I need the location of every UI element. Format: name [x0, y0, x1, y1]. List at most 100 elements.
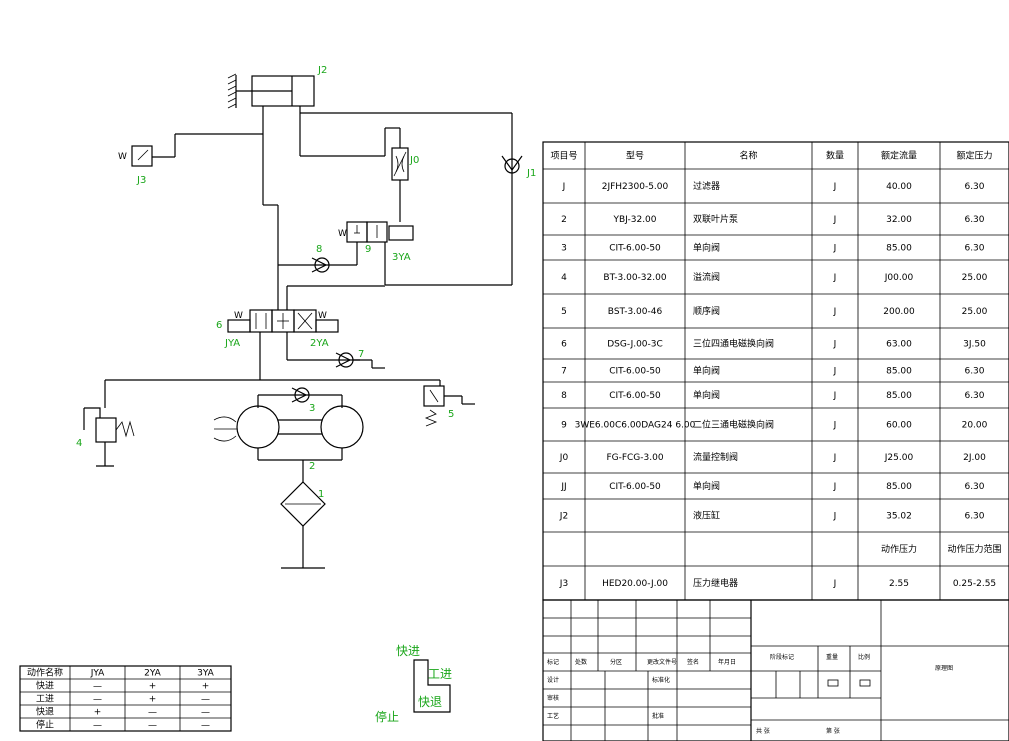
action-cell: —	[148, 721, 157, 731]
parts-cell: CIT-6.00-50	[609, 367, 661, 377]
spring-w-label-9: W	[338, 229, 347, 239]
parts-cell: J	[833, 367, 837, 377]
label-3ya: 3YA	[392, 252, 411, 263]
parts-cell: 6.30	[964, 391, 984, 401]
parts-cell: 9	[561, 421, 567, 431]
parts-cell: 7	[561, 367, 567, 377]
parts-cell: 200.00	[883, 307, 915, 317]
parts-cell: J	[833, 453, 837, 463]
tb-design: 设计	[547, 676, 559, 684]
tb-count: 处数	[575, 658, 587, 666]
parts-header-cell: 型号	[626, 151, 644, 162]
action-cell: 工进	[36, 694, 54, 705]
parts-cell: 单向阀	[693, 389, 720, 401]
action-cell: 停止	[36, 719, 54, 731]
action-cell: —	[93, 695, 102, 705]
parts-cell: BT-3.00-32.00	[603, 273, 666, 283]
pressure-switch-j3: W	[118, 145, 153, 167]
action-cell: —	[93, 721, 102, 731]
sequence-valve-5	[423, 385, 475, 427]
parts-cell: 3	[561, 244, 567, 254]
tb-zone: 分区	[610, 658, 622, 666]
parts-cell: 2JFH2300-5.00	[602, 182, 669, 192]
parts-cell: 双联叶片泵	[693, 213, 738, 225]
parts-cell: 6.30	[964, 182, 984, 192]
parts-cell: 6.30	[964, 512, 984, 522]
parts-cell: 85.00	[886, 367, 912, 377]
parts-cell: 8	[561, 391, 567, 401]
action-header-cell: JYA	[90, 669, 105, 679]
parts-cell: 过滤器	[693, 180, 720, 192]
parts-cell: J3	[559, 579, 568, 589]
solenoid-valve-9: W	[338, 221, 414, 243]
filter-1	[280, 481, 326, 569]
check-valve-j1	[501, 155, 523, 174]
cycle-fast-forward: 快进	[396, 644, 420, 658]
parts-cell: FG-FCG-3.00	[606, 453, 663, 463]
parts-cell: J2	[559, 512, 568, 522]
solenoid-valve-6: W W	[227, 309, 339, 333]
label-1: 1	[318, 489, 324, 500]
tb-sheet-total: 共 张	[756, 727, 770, 735]
parts-cell: J	[833, 244, 837, 254]
parts-cell: J	[833, 421, 837, 431]
check-valve-7	[335, 352, 385, 369]
parts-cell: J	[833, 273, 837, 283]
parts-cell: 3WE6.00C6.00DAG24 6.00	[575, 421, 696, 431]
parts-cell: 6	[561, 340, 567, 350]
parts-cell: 85.00	[886, 482, 912, 492]
parts-cell: 溢流阀	[693, 271, 720, 283]
label-j0: J0	[409, 155, 419, 166]
action-cell: —	[201, 721, 210, 731]
label-6: 6	[216, 320, 222, 331]
parts-cell: J	[833, 391, 837, 401]
parts-cell: J25.00	[884, 453, 914, 463]
spring-w-label-6a: W	[234, 311, 243, 321]
parts-cell: 二位三通电磁换向阀	[693, 419, 774, 431]
parts-cell: JJ	[560, 482, 566, 492]
tb-date: 年月日	[718, 658, 736, 666]
check-valve-3	[291, 387, 310, 403]
parts-cell: 三位四通电磁换向阀	[693, 338, 774, 350]
action-cell: +	[149, 695, 157, 705]
parts-cell: 6.30	[964, 482, 984, 492]
cycle-stop: 停止	[375, 709, 399, 724]
action-cell: +	[202, 682, 210, 692]
cycle-diagram: 快进 工进 快退 停止	[375, 644, 452, 724]
parts-cell: YBJ-32.00	[612, 215, 656, 225]
action-header-cell: 2YA	[144, 669, 162, 679]
parts-cell: J	[833, 182, 837, 192]
parts-cell: J	[833, 340, 837, 350]
parts-cell: 单向阀	[693, 365, 720, 377]
cylinder-j2	[227, 73, 315, 109]
parts-cell: 63.00	[886, 340, 912, 350]
tb-check: 审核	[547, 694, 559, 702]
tb-approve: 批准	[652, 712, 664, 720]
label-j2: J2	[317, 65, 327, 76]
label-2: 2	[309, 461, 315, 472]
parts-cell: BST-3.00-46	[608, 307, 663, 317]
relief-valve-4	[83, 407, 135, 467]
parts-header-cell: 数量	[826, 150, 844, 162]
tb-process: 工艺	[547, 712, 559, 720]
parts-cell: 60.00	[886, 421, 912, 431]
spring-w-label-6b: W	[318, 311, 327, 321]
parts-cell: 3J.50	[963, 340, 986, 350]
label-1ya: JYA	[224, 338, 240, 349]
parts-cell: 液压缸	[693, 510, 720, 522]
parts-cell: 85.00	[886, 391, 912, 401]
parts-cell: DSG-J.00-3C	[607, 340, 663, 350]
label-9: 9	[365, 244, 371, 255]
parts-cell: 流量控制阀	[693, 451, 738, 463]
parts-header-cell: 项目号	[550, 151, 577, 162]
parts-cell: CIT-6.00-50	[609, 244, 661, 254]
tb-drawing-name: 原理图	[935, 665, 953, 672]
parts-cell: 0.25-2.55	[953, 579, 996, 589]
tb-sheet-no: 第 张	[826, 727, 840, 735]
parts-cell: 6.30	[964, 244, 984, 254]
action-cell: —	[148, 708, 157, 718]
tb-weight: 重量	[826, 653, 838, 661]
